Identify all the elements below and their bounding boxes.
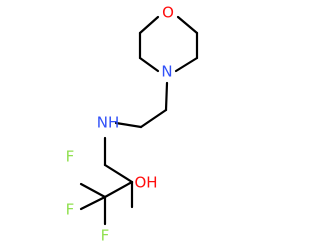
- structure-diagram: O N NH OH F F F: [65, 3, 199, 245]
- bond-cf3-f2: [79, 195, 107, 211]
- bond-o-c1: [176, 15, 199, 35]
- bond-c4-o: [138, 15, 160, 35]
- fluorine-label-1: F: [66, 148, 75, 166]
- fluorine-label-2: F: [66, 201, 75, 219]
- bond-ch2-c-choh: [103, 163, 134, 184]
- fluorine-label-3: F: [101, 227, 110, 245]
- molecule-structure: O N NH OH F F F: [66, 4, 199, 245]
- bond-n-ch2-a: [164, 81, 169, 112]
- bond-c2-n: [174, 56, 199, 73]
- bond-ch2-b-nh: [114, 121, 143, 129]
- morpholine-oxygen-label: O: [162, 4, 174, 22]
- bond-ch2-a-ch2-b: [139, 108, 168, 129]
- hydroxyl-label: OH: [134, 174, 157, 192]
- amine-label: NH: [97, 114, 120, 132]
- bond-choh-cf3: [103, 180, 134, 199]
- bond-cf3-f1: [79, 182, 107, 199]
- bond-n-c3: [138, 56, 160, 73]
- morpholine-nitrogen-label: N: [161, 63, 172, 81]
